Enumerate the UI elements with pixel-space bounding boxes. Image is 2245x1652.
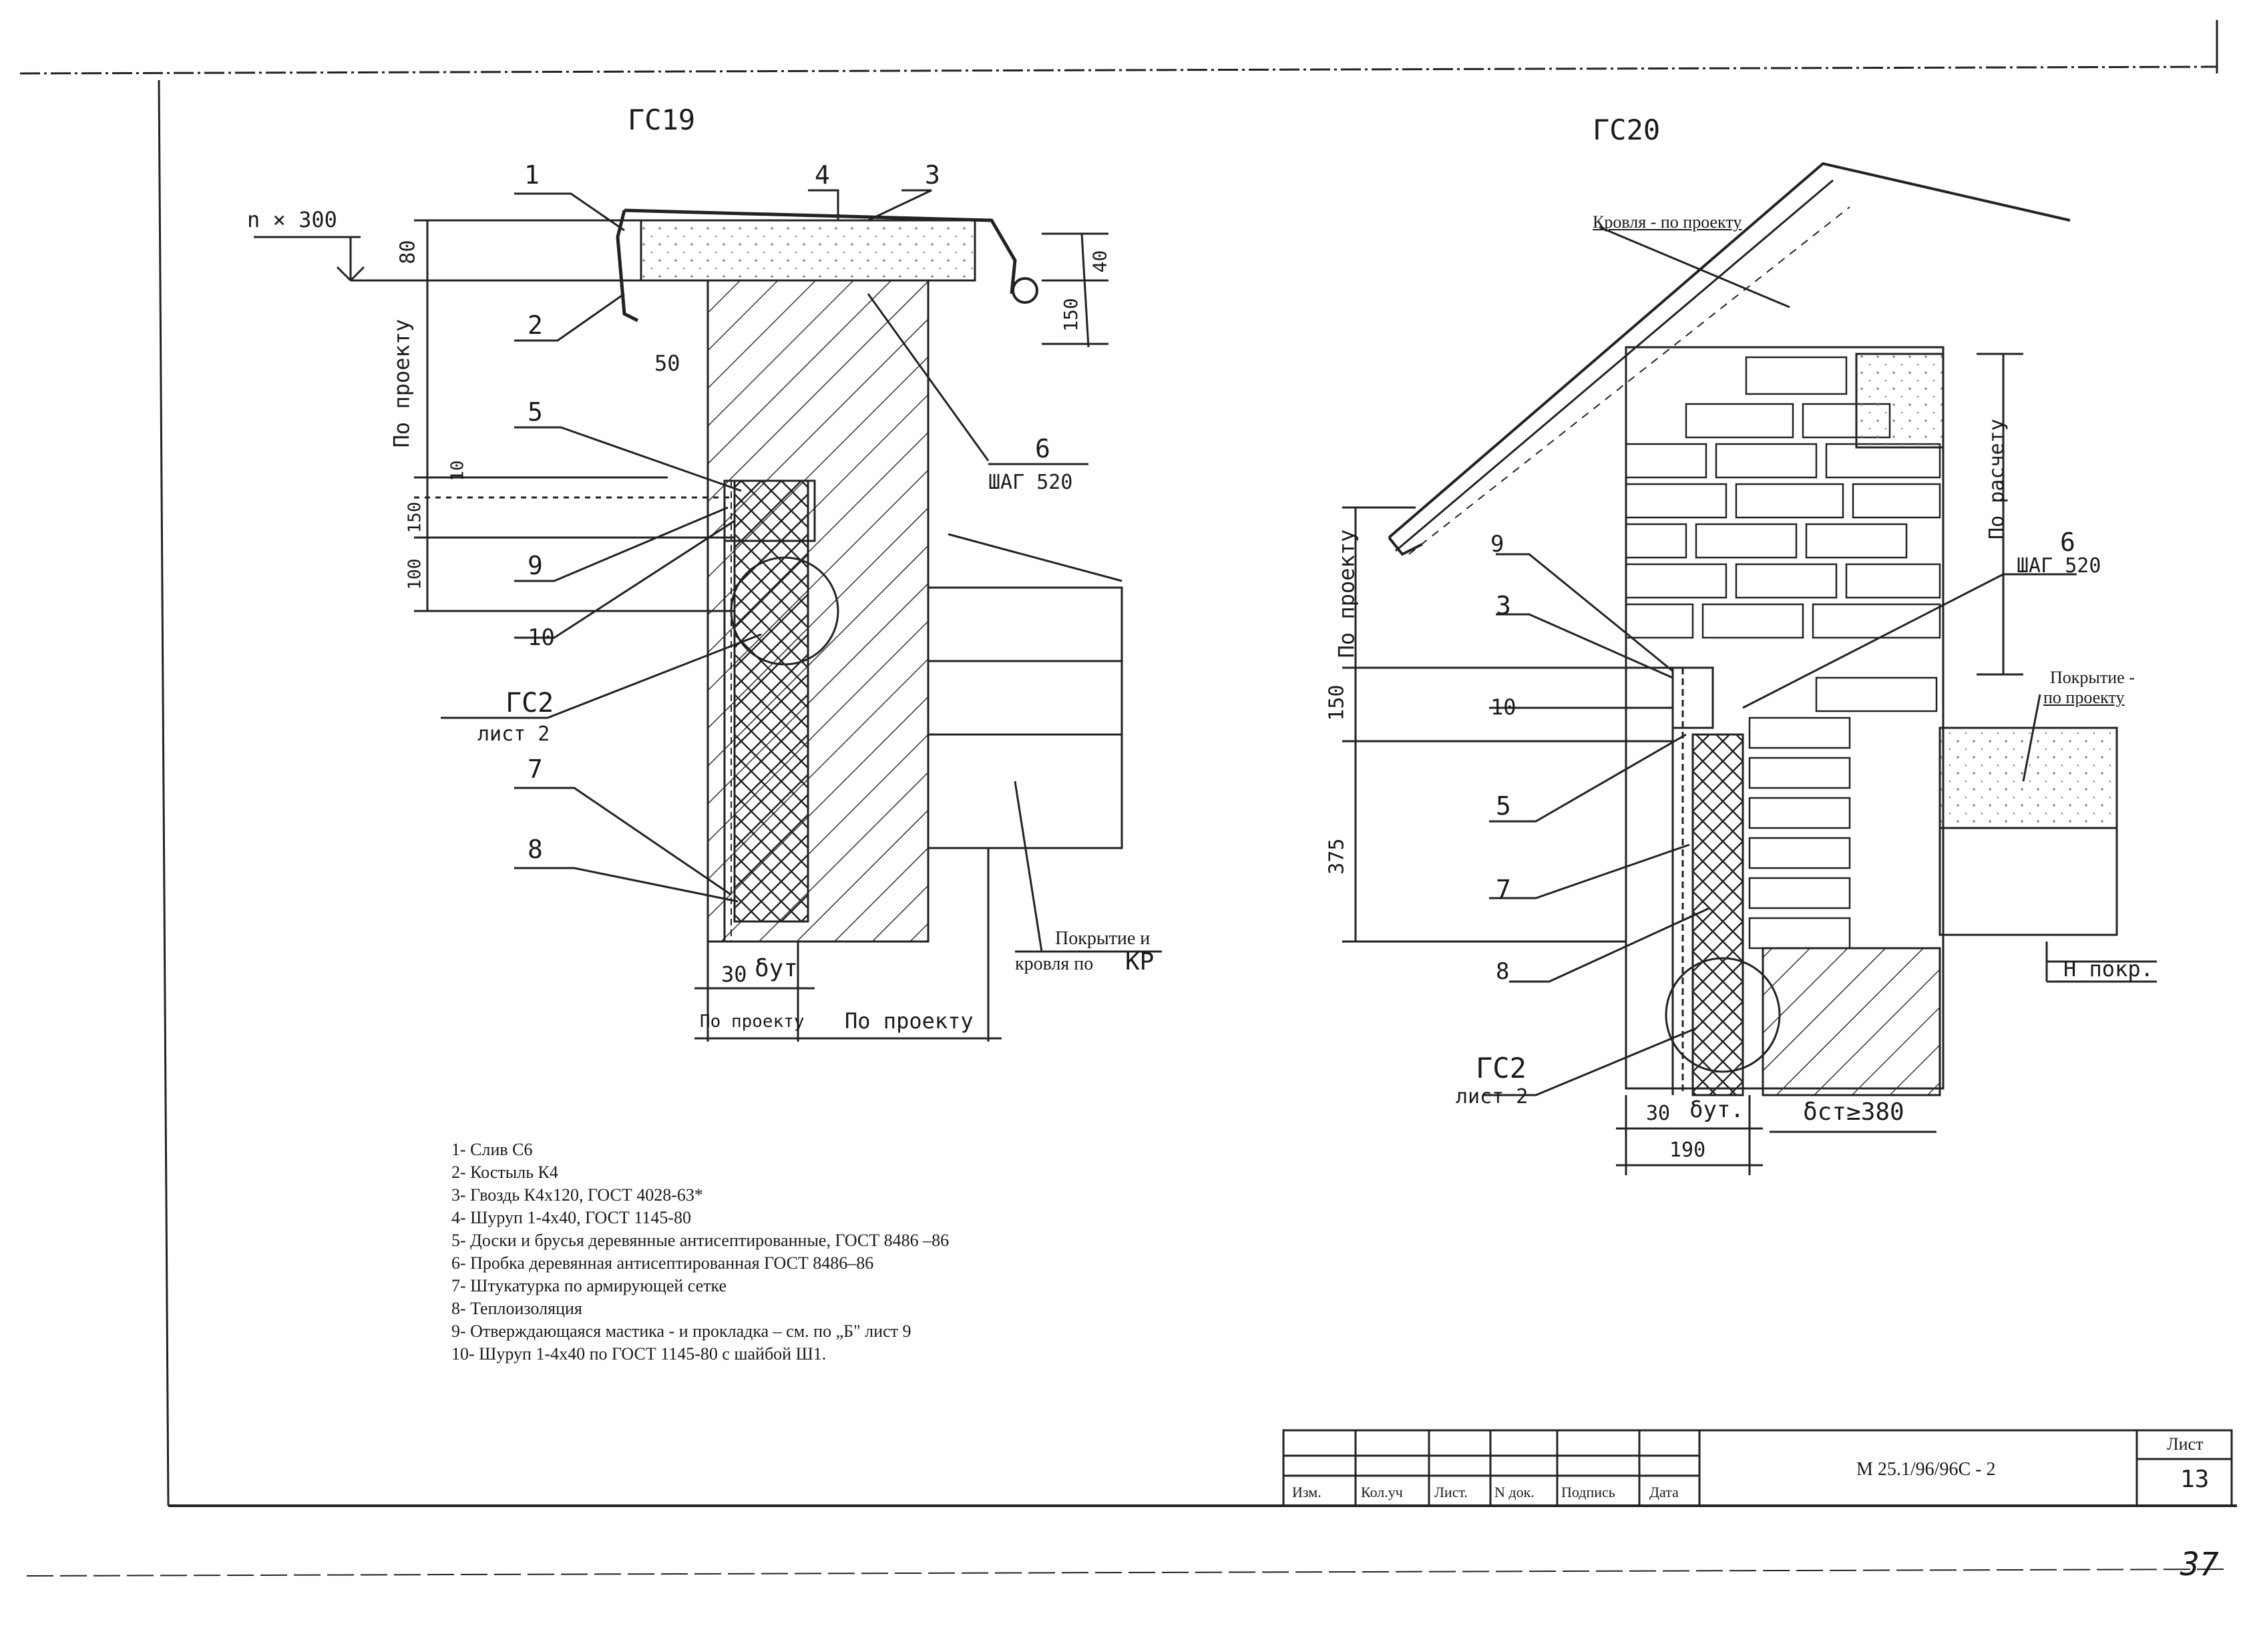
title-block: [1282, 1429, 2233, 1507]
gs20-callout-9: 9: [1490, 531, 1504, 558]
gs19-dim-po-proektu-vertical: По проекту: [389, 319, 415, 448]
gs19-pokrytie-kr: КР: [1125, 948, 1155, 976]
gs20-krovlya-label: Кровля - по проекту: [1593, 212, 1742, 232]
gs19-dim-po-proektu-bottom-left: По проекту: [700, 1012, 805, 1032]
gs19-pokrytie-line1: Покрытие и: [1055, 928, 1151, 949]
title-col-izm: Изм.: [1292, 1484, 1321, 1500]
gs19-dim-40: 40: [1088, 250, 1111, 273]
gs20-callout-3: 3: [1496, 591, 1511, 620]
sheet-number: 13: [2180, 1466, 2210, 1493]
gs19-dim-80: 80: [396, 240, 420, 264]
legend-item: 4- Шуруп 1-4х40, ГОСТ 1145-80: [451, 1208, 692, 1227]
gs19-step-label: ШАГ 520: [988, 471, 1073, 494]
legend-item: 3- Гвоздь К4х120, ГОСТ 4028-63*: [451, 1185, 703, 1205]
gs19-dim-po-proektu-bottom-right: По проекту: [845, 1008, 974, 1034]
gs20-callout-8: 8: [1496, 958, 1510, 985]
gs19-dim-50: 50: [654, 351, 680, 376]
gs20-drawing: [1342, 162, 2157, 1175]
gs19-dim-10: 10: [447, 460, 468, 481]
gs20-pokrytie-line1: Покрытие -: [2050, 668, 2135, 687]
legend-item: 1- Слив С6: [451, 1140, 533, 1159]
gs19-drawing: [254, 189, 1162, 1042]
sheet-label: Лист: [2167, 1434, 2204, 1454]
gs19-dim-150: 150: [405, 501, 425, 534]
gs20-pokrytie-line2: по проекту: [2043, 688, 2125, 707]
gs20-h-pokr: Н покр.: [2063, 956, 2154, 982]
gs19-callout-8: 8: [528, 835, 543, 864]
gs20-callout-7: 7: [1496, 875, 1511, 904]
legend-item: 7- Штукатурка по армирующей сетке: [451, 1276, 727, 1295]
gs19-callout-10: 10: [528, 624, 555, 651]
gs19-dim-delta-ut: δут: [755, 955, 799, 982]
title-col-koluch: Кол.уч: [1361, 1484, 1403, 1500]
legend-item: 6- Пробка деревянная антисептированная Г…: [451, 1253, 874, 1273]
gs20-step-label: ШАГ 520: [2017, 554, 2101, 578]
gs19-dim-30: 30: [721, 962, 747, 987]
gs20-dim-30: 30: [1646, 1102, 1671, 1125]
sheet-frame: [19, 20, 2237, 1577]
title-col-list: Лист.: [1434, 1484, 1468, 1500]
legend: 1- Слив С6 2- Костыль К4 3- Гвоздь К4х12…: [451, 1139, 949, 1366]
gs20-po-raschetu: По расчету: [1985, 419, 2009, 540]
legend-item: 10- Шуруп 1-4х40 по ГОСТ 1145-80 с шайбо…: [451, 1344, 827, 1364]
gs19-callout-4: 4: [815, 160, 830, 190]
gs20-callout-5: 5: [1496, 791, 1511, 821]
title-col-data: Дата: [1649, 1484, 1679, 1500]
gs19-title: ГС19: [628, 104, 696, 136]
gs19-dim-150-top: 150: [1059, 298, 1082, 332]
document-code: М 25.1/96/96С - 2: [1856, 1459, 1996, 1480]
legend-item: 9- Отверждающаяся мастика - и прокладка …: [451, 1321, 911, 1341]
legend-item: 8- Теплоизоляция: [451, 1299, 582, 1318]
gs19-gs-ref: ГС2: [505, 688, 554, 718]
gs19-callout-6: 6: [1035, 434, 1050, 463]
gs20-callout-6: 6: [2060, 528, 2075, 557]
gs20-gs-sheet: лист 2: [1456, 1085, 1528, 1108]
title-col-ndok: N док.: [1494, 1484, 1535, 1500]
gs20-dim-190: 190: [1669, 1139, 1706, 1162]
gs19-callout-7: 7: [528, 755, 543, 784]
legend-item: 2- Костыль К4: [451, 1163, 558, 1182]
gs20-title: ГС20: [1593, 114, 1661, 146]
gs19-callout-5: 5: [528, 397, 543, 427]
gs20-dim-delta-ut: δут.: [1689, 1096, 1744, 1123]
gs20-dim-150: 150: [1325, 684, 1349, 721]
gs19-gs-sheet: лист 2: [477, 722, 550, 746]
gs19-callout-1: 1: [524, 160, 540, 190]
gs19-pokrytie-line2: кровля по: [1015, 954, 1094, 974]
title-col-podpis: Подпись: [1561, 1484, 1615, 1500]
gs19-callout-9: 9: [528, 551, 543, 580]
gs19-dim-100: 100: [405, 558, 425, 590]
gs19-callout-3: 3: [925, 160, 940, 190]
page-number-handwritten: 37: [2180, 1546, 2219, 1583]
gs20-dim-delta-st: δст≥380: [1803, 1098, 1904, 1126]
gs19-level-label: n × 300: [247, 207, 337, 232]
gs20-dim-375: 375: [1325, 838, 1349, 875]
gs20-callout-10: 10: [1490, 694, 1516, 720]
gs20-gs-ref: ГС2: [1476, 1052, 1526, 1084]
gs20-po-proektu: По проекту: [1334, 529, 1360, 658]
legend-item: 5- Доски и брусья деревянные антисептиро…: [451, 1231, 950, 1250]
gs19-callout-2: 2: [528, 311, 543, 340]
